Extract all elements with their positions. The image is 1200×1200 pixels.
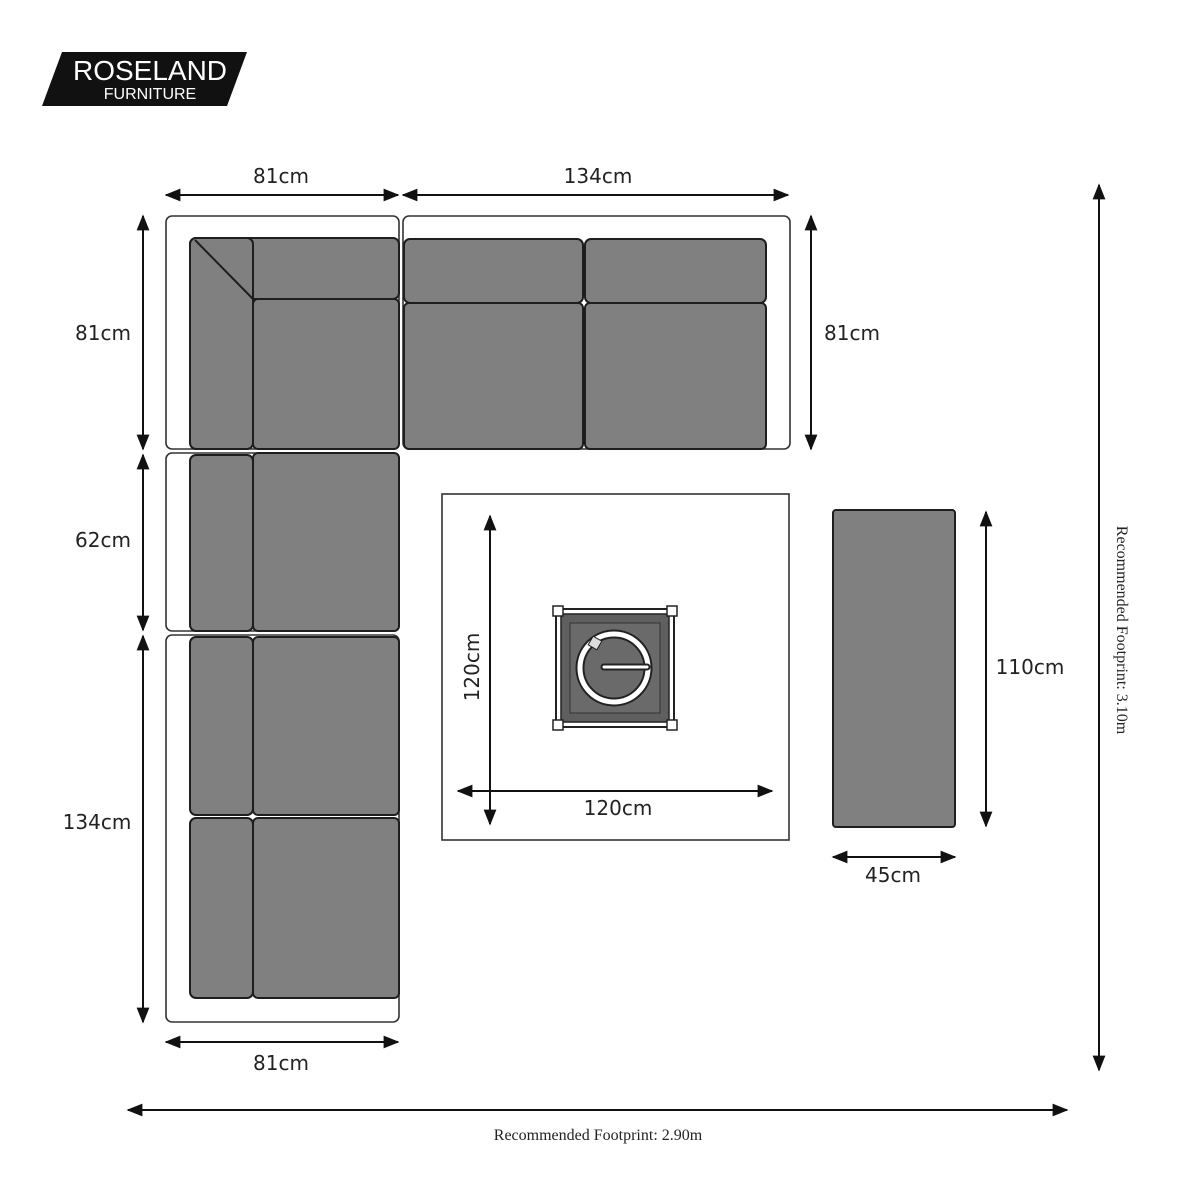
fire-pit-table xyxy=(441,493,790,841)
table-depth-label: 120cm xyxy=(460,633,484,702)
middle-depth-label: 62cm xyxy=(75,528,131,552)
dimension-arrows xyxy=(126,183,1106,1117)
logo-brand: ROSELAND xyxy=(73,55,227,86)
middle-seat-unit xyxy=(165,452,400,632)
footprint-width-label: Recommended Footprint: 2.90m xyxy=(494,1127,703,1144)
lower-two-seat-unit xyxy=(165,634,400,1023)
two-seater-sofa xyxy=(402,215,791,450)
bench-length-label: 110cm xyxy=(996,655,1065,679)
corner-unit xyxy=(165,215,400,450)
sofa-depth-label: 81cm xyxy=(824,321,880,345)
bench-width-label: 45cm xyxy=(865,863,921,887)
bottom-width-label: 81cm xyxy=(253,1051,309,1075)
sofa-width-label: 134cm xyxy=(564,164,633,188)
logo-sub: FURNITURE xyxy=(104,86,196,103)
bench xyxy=(832,509,956,828)
corner-depth-label: 81cm xyxy=(75,321,131,345)
lower-depth-label: 134cm xyxy=(63,810,132,834)
brand-logo: ROSELAND FURNITURE xyxy=(42,52,247,106)
corner-width-label: 81cm xyxy=(253,164,309,188)
fire-pit-icon xyxy=(552,605,678,731)
footprint-depth-label: Recommended Footprint: 3.10m xyxy=(1113,526,1130,735)
table-width-label: 120cm xyxy=(584,796,653,820)
